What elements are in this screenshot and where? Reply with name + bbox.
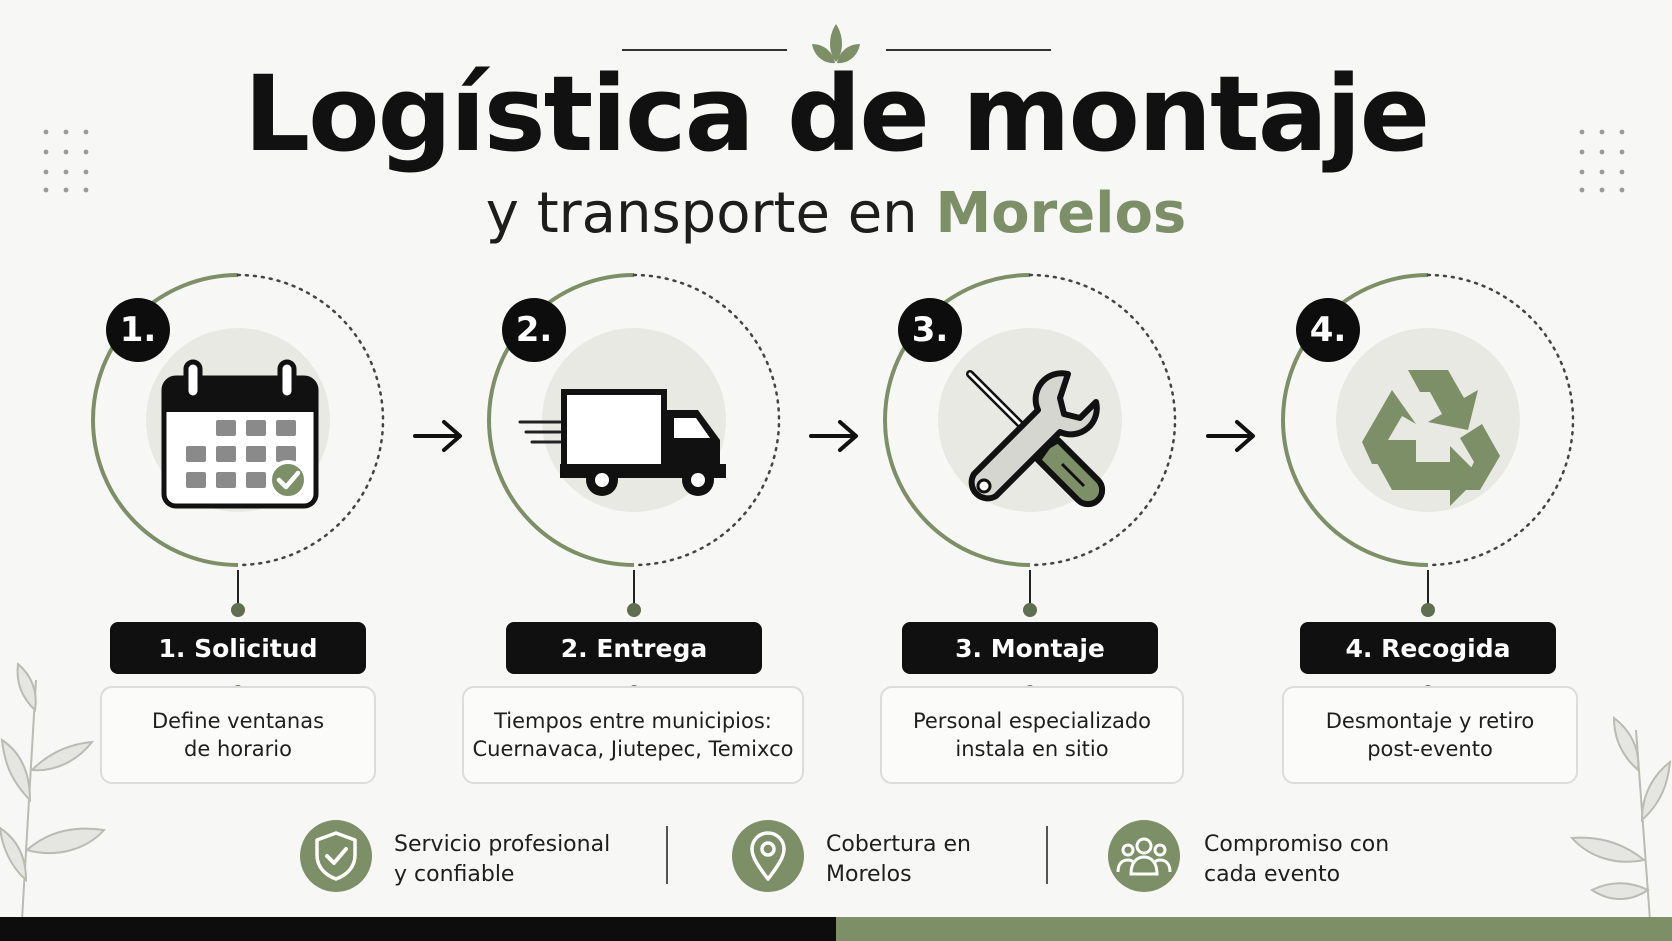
step-desc-solicitud: Define ventanas de horario — [100, 686, 376, 784]
step-badge-1: 1. — [106, 298, 170, 362]
step-label-montaje: 3. Montaje — [902, 622, 1158, 674]
dot-grid-right — [1579, 129, 1625, 193]
feature-text-compromiso: Compromiso con cada evento — [1204, 832, 1390, 887]
location-pin-icon — [750, 831, 786, 881]
header-divider-right — [886, 49, 1051, 51]
step-badge-4: 4. — [1296, 298, 1360, 362]
step-label-solicitud: 1. Solicitud — [110, 622, 366, 674]
calendar-check-icon — [161, 359, 319, 509]
recycle-icon — [1362, 370, 1500, 506]
leaf-branch-right-icon — [1569, 715, 1672, 920]
arrow-right-icon-1 — [413, 420, 462, 452]
subtitle-accent: Morelos — [935, 181, 1187, 246]
step-badge-3: 3. — [898, 298, 962, 362]
step-badge-2: 2. — [502, 298, 566, 362]
leaf-branch-left-icon — [0, 662, 106, 920]
leaf-ornament-icon — [812, 24, 860, 64]
delivery-truck-icon — [518, 389, 726, 496]
feature-text-servicio: Servicio profesional y confiable — [394, 832, 611, 887]
arrow-right-icon-3 — [1206, 420, 1255, 452]
footer-bar-accent — [836, 917, 1672, 941]
page-title: Logística de montaje — [243, 53, 1430, 175]
people-group-icon — [1116, 837, 1172, 876]
header-divider-left — [622, 49, 787, 51]
step-label-entrega: 2. Entrega — [506, 622, 762, 674]
feature-text-cobertura: Cobertura en Morelos — [826, 832, 971, 887]
arrow-right-icon-2 — [809, 420, 858, 452]
step-desc-recogida: Desmontaje y retiro post-evento — [1282, 686, 1578, 784]
step-desc-entrega: Tiempos entre municipios: Cuernavaca, Ji… — [462, 686, 804, 784]
step-label-recogida: 4. Recogida — [1300, 622, 1556, 674]
feature-divider-1 — [666, 826, 668, 884]
dot-grid-left — [43, 129, 89, 193]
feature-divider-2 — [1046, 826, 1048, 884]
page-subtitle: y transporte en Morelos — [0, 186, 1672, 242]
subtitle-prefix: y transporte en — [485, 181, 936, 246]
tools-icon — [966, 370, 1106, 508]
footer-bar-dark — [0, 917, 836, 941]
shield-check-icon — [315, 831, 357, 881]
step-desc-montaje: Personal especializado instala en sitio — [880, 686, 1184, 784]
